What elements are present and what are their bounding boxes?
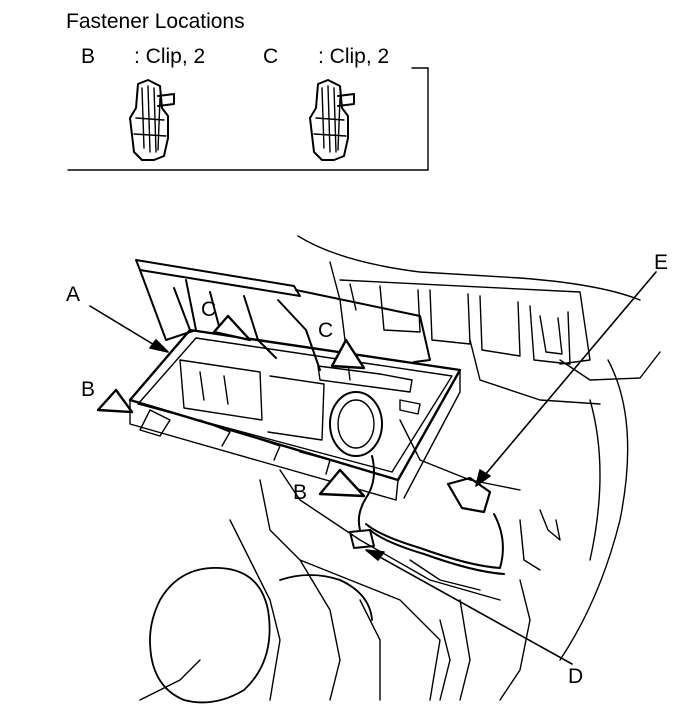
lower-parts — [149, 567, 373, 704]
wire-harness — [349, 455, 505, 575]
legend-title: Fastener Locations — [66, 10, 245, 33]
legend-desc-b: : Clip, 2 — [134, 45, 206, 68]
legend-frame — [67, 67, 429, 171]
clip-icon-b — [129, 79, 175, 161]
legend-letter-b: B — [81, 45, 96, 68]
callout-a: A — [66, 283, 81, 306]
legend-desc-c: : Clip, 2 — [318, 45, 390, 68]
legend-letter-c: C — [263, 45, 279, 68]
clip-icon-c — [309, 79, 355, 161]
callout-b-bottom: B — [293, 481, 308, 504]
callout-leaders — [89, 271, 657, 665]
lid-a — [135, 259, 431, 371]
callout-b-left: B — [81, 378, 96, 401]
callout-d: D — [568, 665, 584, 688]
clip-markers — [96, 314, 366, 498]
callout-e: E — [654, 251, 669, 274]
callout-c-right: C — [318, 319, 334, 342]
tray — [128, 328, 462, 501]
dashboard-outline — [139, 235, 661, 701]
